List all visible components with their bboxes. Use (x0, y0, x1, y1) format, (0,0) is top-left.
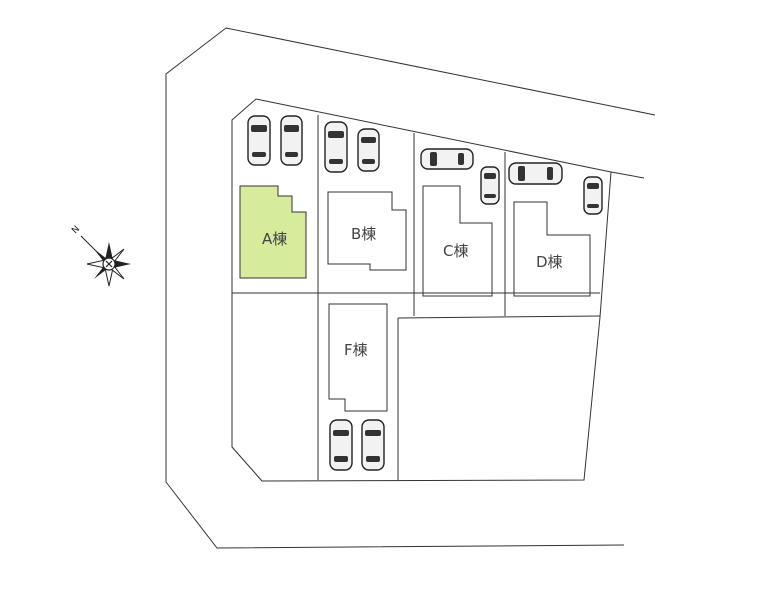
car-f1 (329, 419, 353, 471)
building-b[interactable] (327, 191, 407, 271)
building-c[interactable] (422, 185, 493, 297)
car-c2 (480, 166, 500, 205)
car-c1 (420, 148, 474, 170)
car-d1 (508, 162, 563, 185)
car-d2 (583, 176, 603, 215)
building-a[interactable] (239, 185, 307, 279)
divider-right-lot (397, 315, 601, 319)
road-boundary (165, 27, 656, 549)
label-f: F棟 (344, 341, 368, 359)
development-boundary (231, 98, 645, 482)
car-f2 (361, 419, 385, 471)
compass-north-label: N (70, 224, 82, 236)
building-d[interactable] (513, 201, 591, 297)
label-c: C棟 (443, 242, 468, 260)
car-b1 (324, 121, 348, 173)
car-b2 (357, 128, 380, 172)
label-d: D棟 (536, 253, 563, 271)
north-edge (255, 98, 612, 173)
label-b: B棟 (351, 225, 376, 243)
building-f[interactable] (328, 303, 388, 412)
label-a: A棟 (262, 230, 287, 248)
compass-icon (80, 235, 131, 287)
car-a1 (247, 115, 271, 166)
car-a2 (280, 115, 303, 166)
